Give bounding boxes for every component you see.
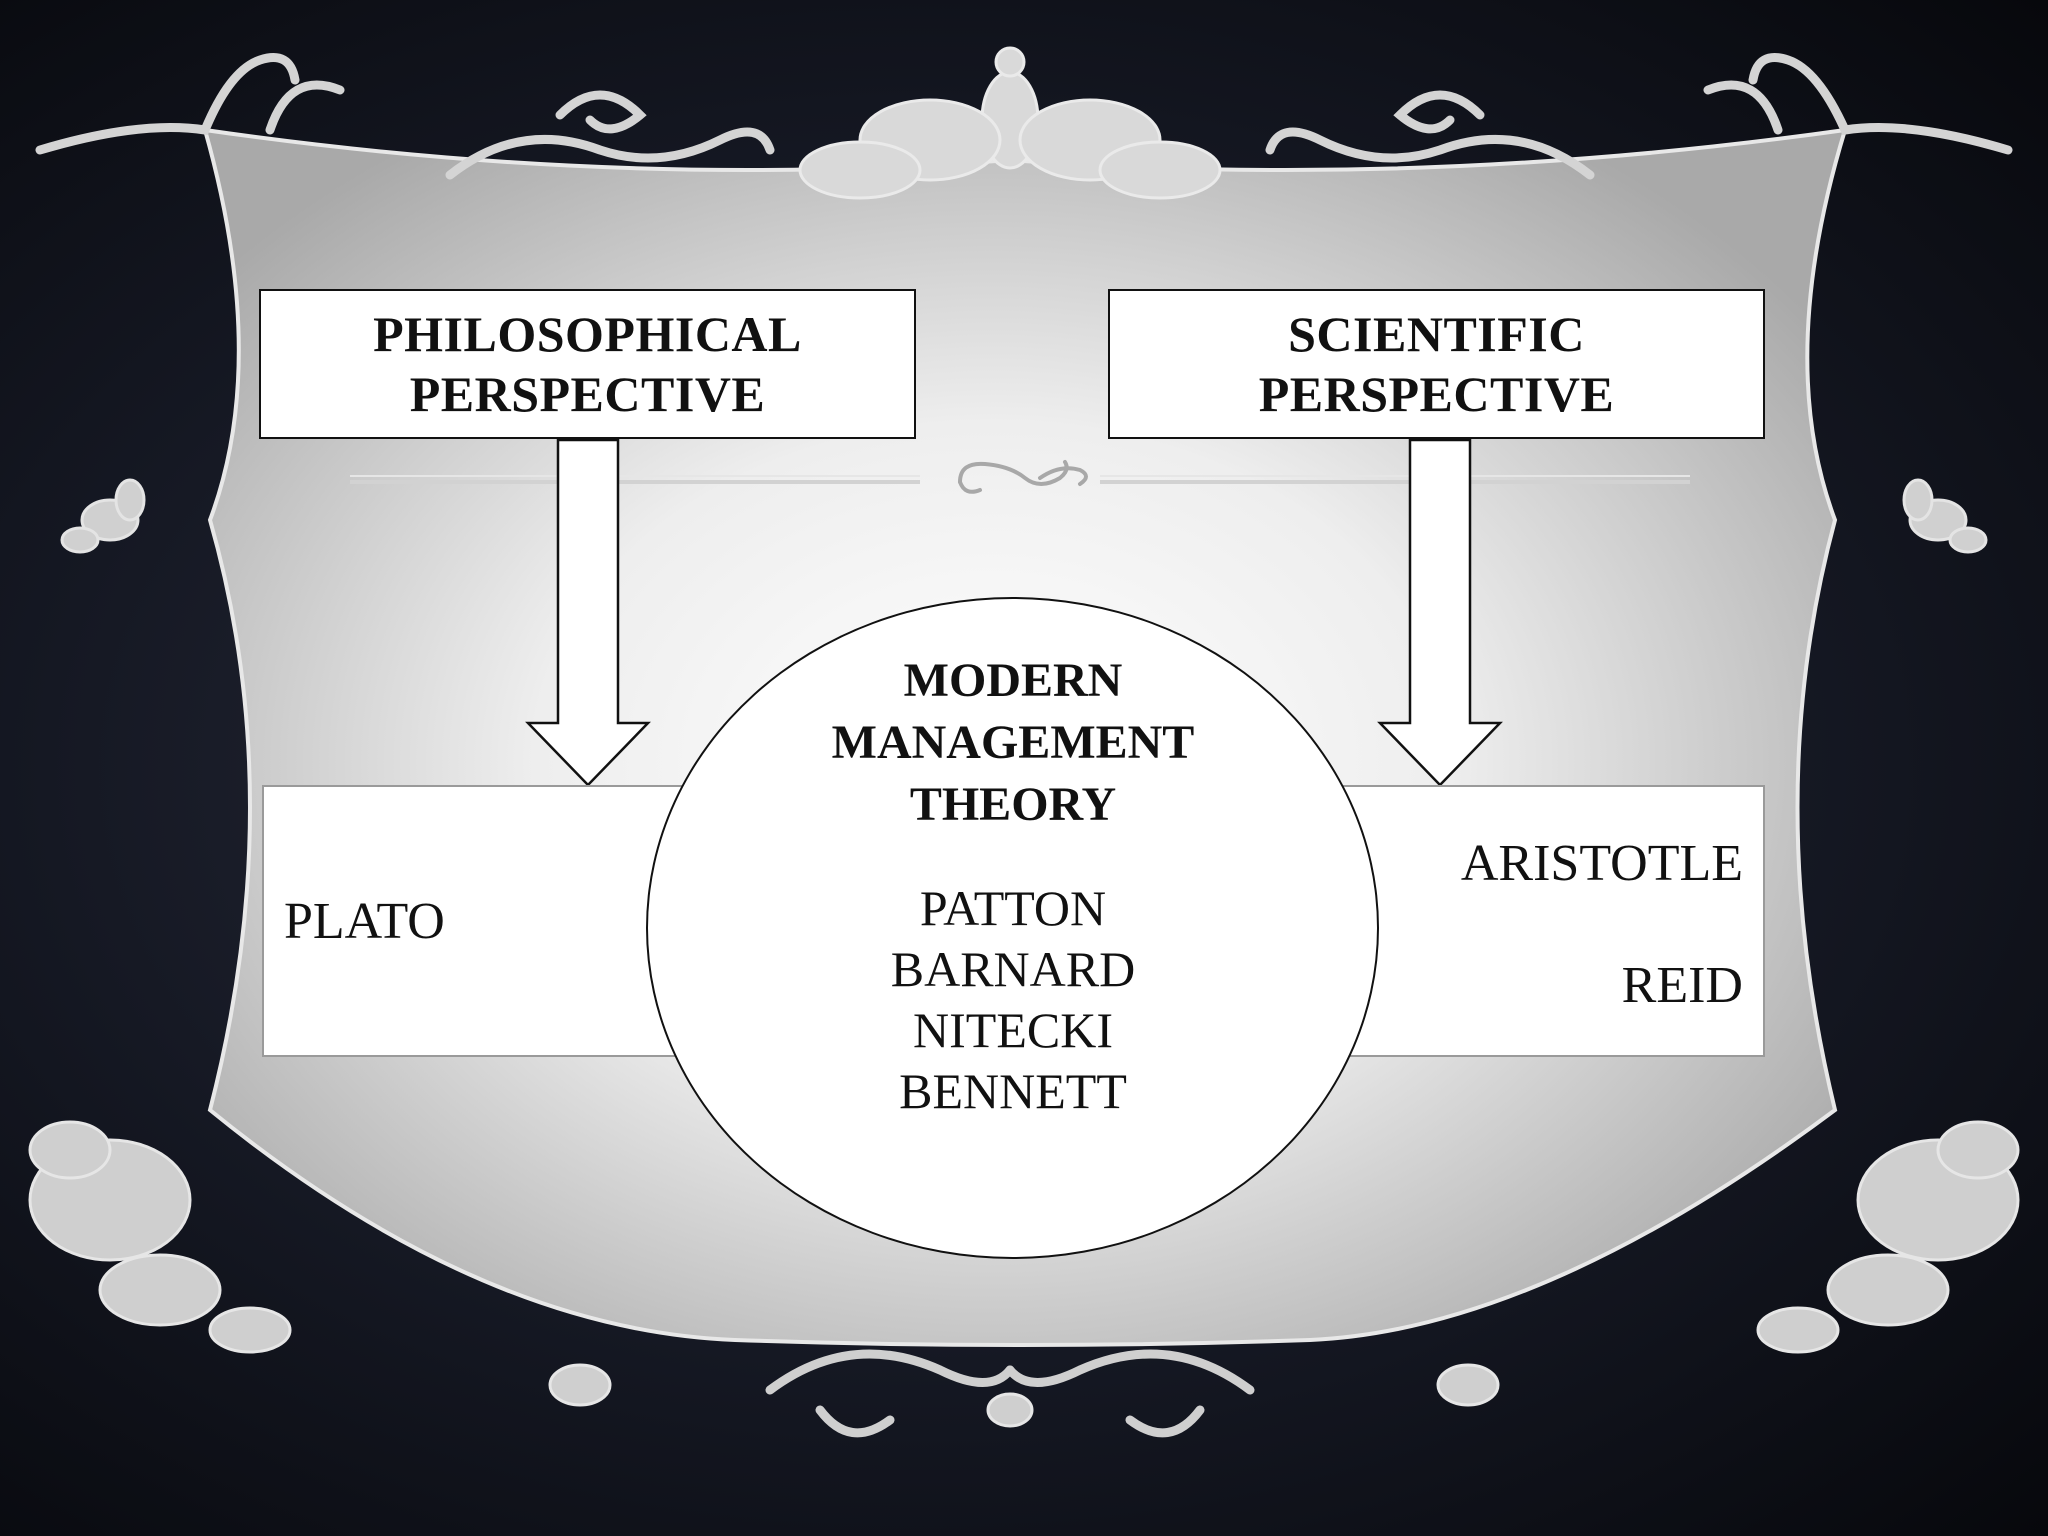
philosophical-perspective-box: PHILOSOPHICAL PERSPECTIVE (259, 289, 916, 439)
modern-management-circle (646, 597, 1379, 1259)
person-reid: REID (1621, 957, 1743, 1014)
scroll-ornament-icon (958, 460, 1088, 494)
scientific-title-line2: PERSPECTIVE (1258, 366, 1615, 422)
left-down-arrow (525, 438, 651, 787)
circle-title-line2: MANAGEMENT (831, 716, 1195, 769)
person-bennett: BENNETT (899, 1063, 1127, 1119)
circle-title-line3: THEORY (909, 778, 1117, 831)
scientific-title-line1: SCIENTIFIC (1288, 306, 1585, 362)
circle-content: MODERN MANAGEMENT THEORY PATTON BARNARD … (650, 650, 1376, 1122)
scientific-perspective-box: SCIENTIFIC PERSPECTIVE (1108, 289, 1765, 439)
top-flourish (798, 46, 1222, 200)
top-scrolls (35, 53, 2013, 180)
philosophical-title-line1: PHILOSOPHICAL (373, 306, 802, 362)
person-aristotle: ARISTOTLE (1460, 835, 1743, 892)
bottom-flourish (28, 1120, 2020, 1428)
person-patton: PATTON (919, 880, 1107, 936)
person-plato: PLATO (284, 893, 445, 950)
philosophical-title-line2: PERSPECTIVE (409, 366, 766, 422)
side-flourish (60, 478, 1988, 554)
circle-title-line1: MODERN (903, 654, 1123, 707)
circle-title: MODERN MANAGEMENT THEORY (650, 650, 1376, 836)
bottom-scrolls (765, 1349, 1255, 1438)
circle-people-list: PATTON BARNARD NITECKI BENNETT (650, 878, 1376, 1122)
person-nitecki: NITECKI (913, 1002, 1113, 1058)
divider (350, 475, 1690, 484)
right-down-arrow (1377, 438, 1503, 787)
person-barnard: BARNARD (890, 941, 1136, 997)
